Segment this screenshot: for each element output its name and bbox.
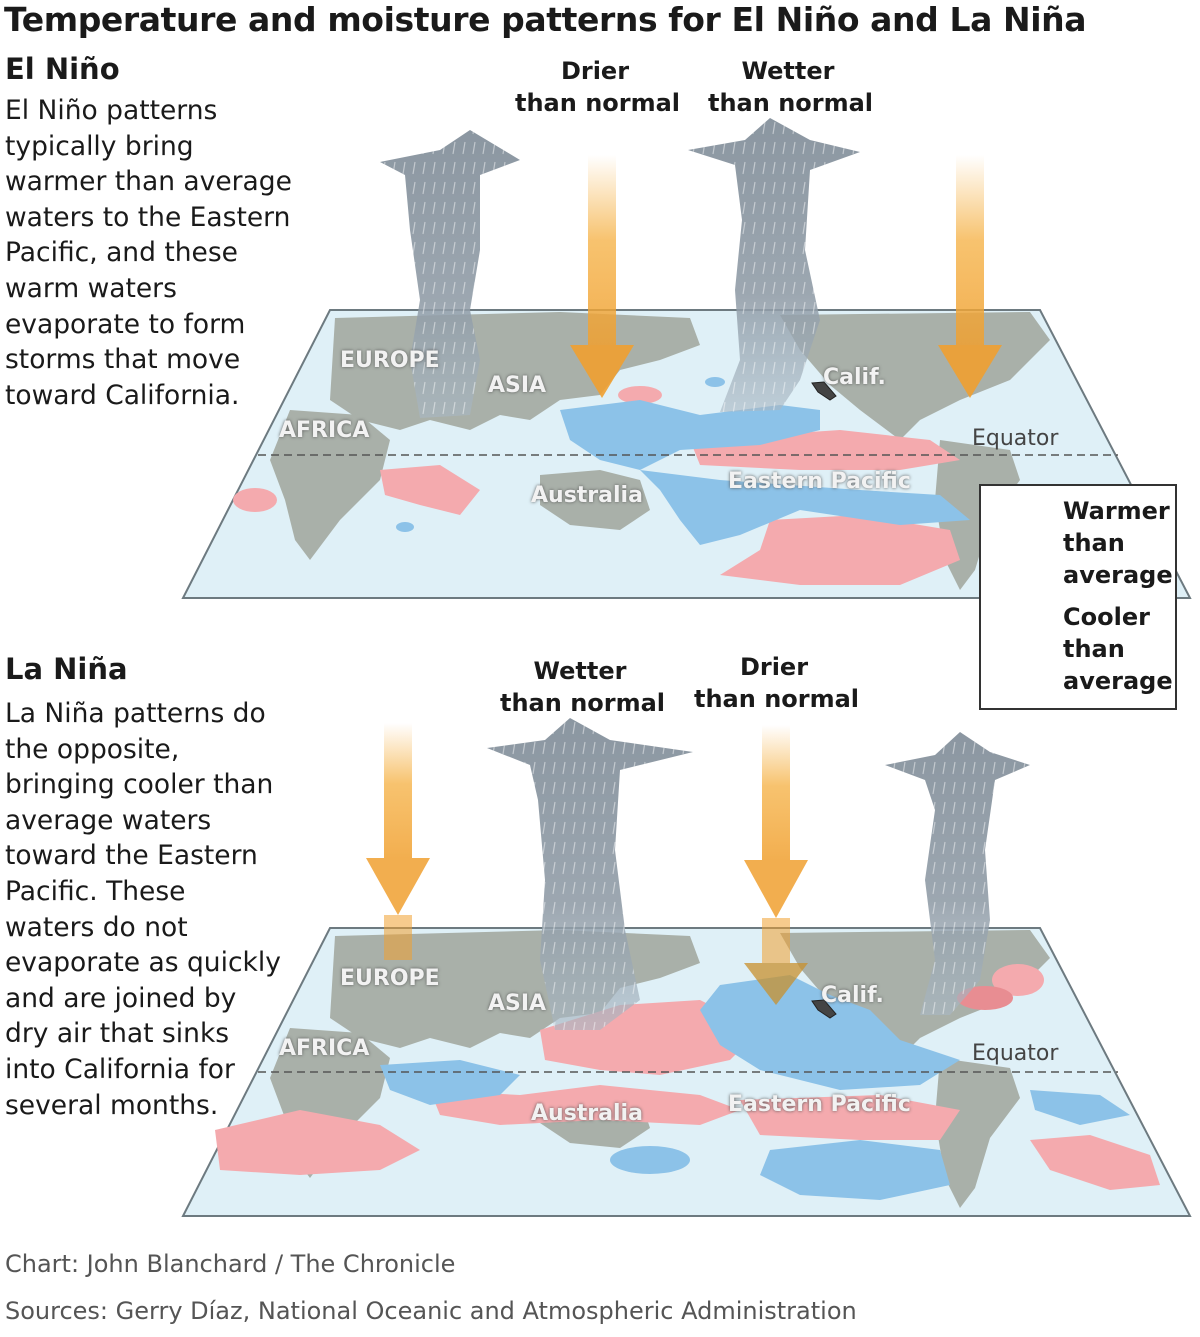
el-nino-drier-label-line: than normal: [515, 89, 681, 117]
el-nino-dry-arrow: [938, 155, 1002, 398]
la-nina-label-africa: AFRICA: [279, 1036, 370, 1061]
la-nina-drier-label: Drier than normal: [694, 651, 860, 715]
el-nino-wetter-label: Wetter than normal: [708, 55, 874, 119]
la-nina-storm-cloud: [885, 732, 1030, 1015]
la-nina-description-line: bringing cooler than: [5, 769, 274, 801]
legend-warm-label-line: than: [1063, 529, 1125, 557]
el-nino-map: [181, 118, 1192, 599]
la-nina-warm-region: [430, 1085, 740, 1125]
la-nina-label-eastern-pacific: Eastern Pacific: [728, 1092, 911, 1117]
la-nina-description-line: La Niña patterns do: [5, 698, 266, 729]
la-nina-description-line: the opposite,: [5, 733, 180, 765]
la-nina-description-line: toward the Eastern: [5, 840, 258, 872]
la-nina-warm-region: [740, 1095, 960, 1140]
el-nino-label-calif: Calif.: [823, 365, 886, 390]
chart-title: Temperature and moisture patterns for El…: [4, 0, 1087, 39]
la-nina-description: La Niña patterns do the opposite, bringi…: [5, 696, 281, 1123]
el-nino-heading: El Niño: [5, 52, 120, 86]
la-nina-label-asia: ASIA: [488, 991, 547, 1016]
el-nino-label-africa: AFRICA: [279, 418, 370, 443]
la-nina-label-australia: Australia: [531, 1101, 643, 1126]
el-nino-cool-region: [640, 470, 970, 545]
el-nino-drier-label: Drier than normal: [515, 55, 681, 119]
la-nina-drier-label-line: than normal: [694, 685, 860, 713]
el-nino-cool-region: [396, 522, 414, 532]
chart-credit: Chart: John Blanchard / The Chronicle: [5, 1250, 456, 1278]
legend: Warmer than average Cooler than average: [979, 484, 1177, 710]
el-nino-california-marker: [811, 381, 837, 401]
el-nino-description-line: warmer than average: [5, 166, 292, 198]
el-nino-wetter-label-line: than normal: [708, 89, 874, 117]
legend-warm-label: Warmer than average: [1063, 495, 1173, 591]
la-nina-wetter-label: Wetter than normal: [500, 655, 666, 719]
el-nino-description-line: warm waters: [5, 272, 177, 304]
la-nina-heading: La Niña: [5, 652, 128, 686]
la-nina-dry-arrow: [744, 725, 808, 1005]
el-nino-warm-region: [720, 515, 960, 585]
el-nino-drier-label-line: Drier: [560, 57, 630, 85]
la-nina-cool-region: [1030, 1090, 1130, 1125]
la-nina-warm-region: [992, 964, 1044, 996]
el-nino-warm-region: [618, 386, 662, 404]
la-nina-warm-region: [215, 1110, 420, 1175]
sources-credit: Sources: Gerry Díaz, National Oceanic an…: [5, 1297, 857, 1325]
el-nino-description-line: toward California.: [5, 379, 240, 411]
el-nino-land-australia: [540, 470, 650, 530]
la-nina-land-samerica: [935, 1058, 1020, 1208]
legend-cool-label-line: Cooler: [1063, 603, 1150, 631]
la-nina-storm-cloud: [487, 718, 693, 1030]
el-nino-description-line: typically bring: [5, 130, 194, 162]
la-nina-map: [181, 718, 1192, 1217]
la-nina-description-line: Pacific. These: [5, 875, 186, 907]
la-nina-label-calif: Calif.: [821, 983, 884, 1008]
la-nina-description-line: waters do not: [5, 911, 188, 943]
la-nina-dry-arrow: [366, 723, 430, 960]
la-nina-warm-region: [1030, 1135, 1160, 1190]
la-nina-label-europe: EUROPE: [340, 966, 440, 991]
el-nino-description-line: waters to the Eastern: [5, 201, 291, 233]
el-nino-label-asia: ASIA: [488, 373, 547, 398]
la-nina-label-equator: Equator: [972, 1041, 1059, 1066]
el-nino-description-line: storms that move: [5, 344, 241, 376]
la-nina-drier-label-line: Drier: [739, 653, 809, 681]
legend-cool-label-line: than: [1063, 635, 1125, 663]
el-nino-warm-region: [380, 465, 480, 515]
la-nina-cool-region: [610, 1146, 690, 1174]
la-nina-cool-region: [760, 1140, 950, 1200]
el-nino-label-australia: Australia: [531, 483, 643, 508]
la-nina-wetter-label-line: Wetter: [533, 657, 627, 685]
el-nino-cool-region: [705, 377, 725, 387]
el-nino-storm-cloud: [380, 130, 520, 418]
el-nino-wetter-label-line: Wetter: [741, 57, 835, 85]
legend-warm-label-line: average: [1063, 561, 1173, 589]
la-nina-description-line: evaporate as quickly: [5, 947, 281, 979]
el-nino-warm-region: [233, 488, 277, 512]
el-nino-description-line: El Niño patterns: [5, 95, 218, 126]
el-nino-description-line: evaporate to form: [5, 308, 246, 340]
la-nina-warm-region: [957, 986, 1013, 1010]
la-nina-description-line: and are joined by: [5, 982, 237, 1014]
el-nino-description: El Niño patterns typically bring warmer …: [5, 93, 292, 413]
la-nina-wetter-label-line: than normal: [500, 689, 666, 717]
el-nino-land-africa: [270, 410, 390, 560]
la-nina-description-line: average waters: [5, 804, 212, 836]
el-nino-storm-cloud: [688, 118, 860, 412]
legend-cool-label: Cooler than average: [1063, 601, 1173, 697]
el-nino-description-line: Pacific, and these: [5, 237, 238, 269]
el-nino-label-eastern-pacific: Eastern Pacific: [728, 469, 911, 494]
la-nina-cool-region: [700, 975, 960, 1090]
legend-warm-label-line: Warmer: [1063, 497, 1170, 525]
la-nina-california-marker: [811, 999, 837, 1019]
la-nina-description-line: into California for: [5, 1053, 235, 1085]
el-nino-label-equator: Equator: [972, 426, 1059, 451]
legend-cool-label-line: average: [1063, 667, 1173, 695]
el-nino-cool-region: [560, 400, 820, 470]
el-nino-label-europe: EUROPE: [340, 348, 440, 373]
la-nina-description-line: several months.: [5, 1089, 219, 1121]
el-nino-dry-arrow: [570, 155, 634, 398]
la-nina-description-line: dry air that sinks: [5, 1018, 230, 1050]
